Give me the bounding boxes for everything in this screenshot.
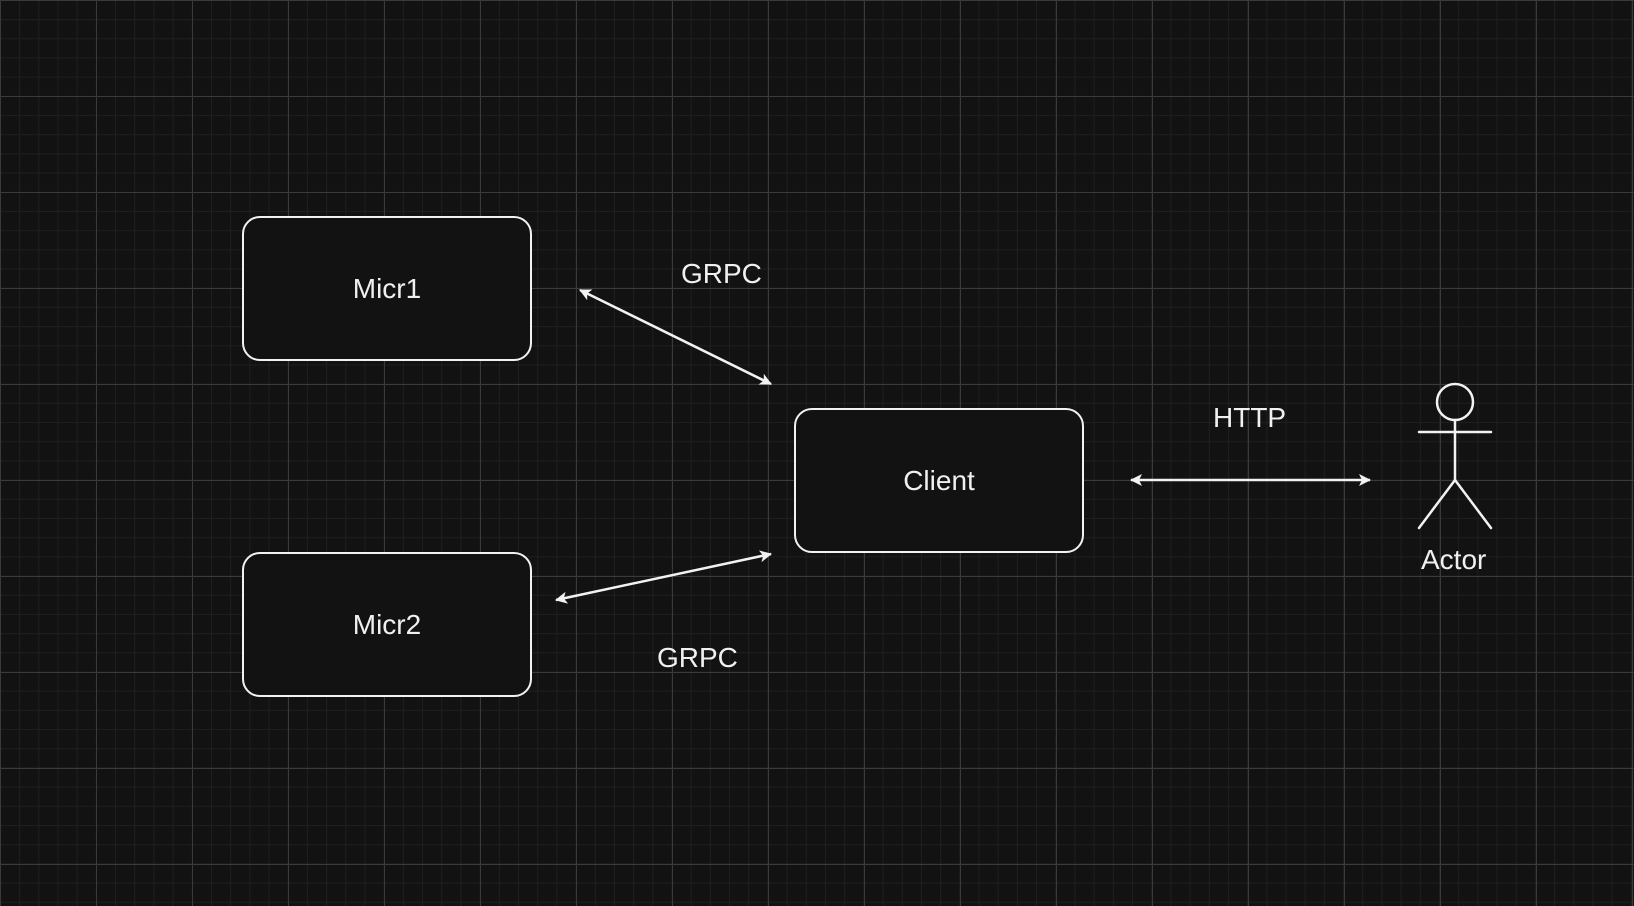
actor-figure-icon[interactable] [1417, 382, 1493, 530]
micr2-client-connector[interactable] [555, 550, 772, 604]
client-node[interactable]: Client [794, 408, 1084, 553]
micr2-client-edge-label: GRPC [657, 642, 738, 673]
actor-head [1435, 382, 1475, 422]
micr1-client-connector[interactable] [579, 288, 772, 386]
micr1-client-edge-label: GRPC [681, 258, 762, 289]
micr2-node[interactable]: Micr2 [242, 552, 532, 697]
client-actor-edge-label: HTTP [1213, 402, 1287, 433]
micr1-label: Micr1 [352, 272, 422, 304]
actor-left-leg [1417, 478, 1457, 530]
actor-label: Actor [1421, 544, 1487, 575]
client-label: Client [903, 464, 975, 496]
micr2-label: Micr2 [352, 608, 422, 640]
micr1-node[interactable]: Micr1 [242, 216, 532, 361]
actor-right-leg [1453, 478, 1493, 530]
